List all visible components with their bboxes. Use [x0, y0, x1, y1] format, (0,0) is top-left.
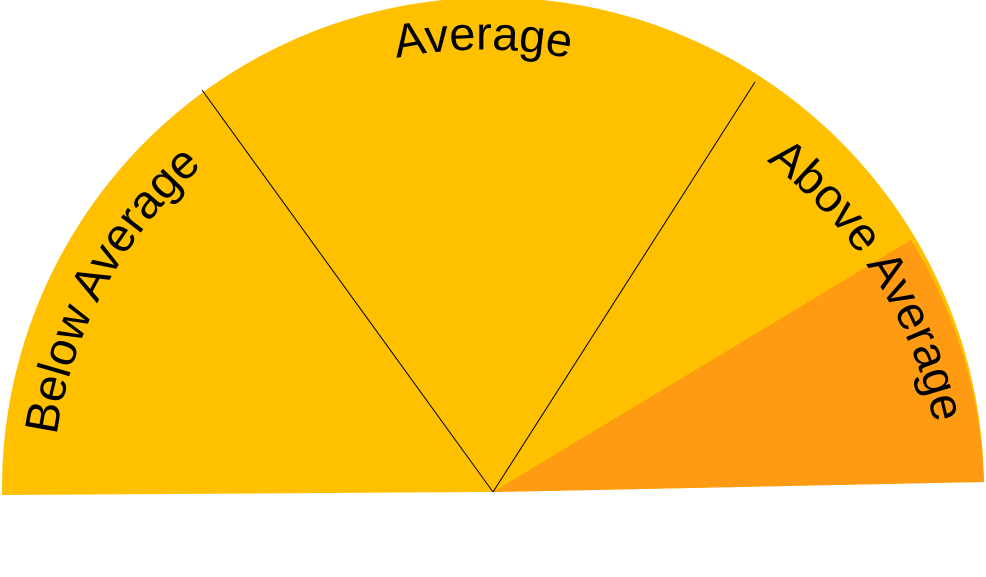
segment-divider-left [201, 89, 494, 493]
gauge-highlight-wedge [493, 240, 984, 492]
segment-divider-right [492, 81, 756, 493]
